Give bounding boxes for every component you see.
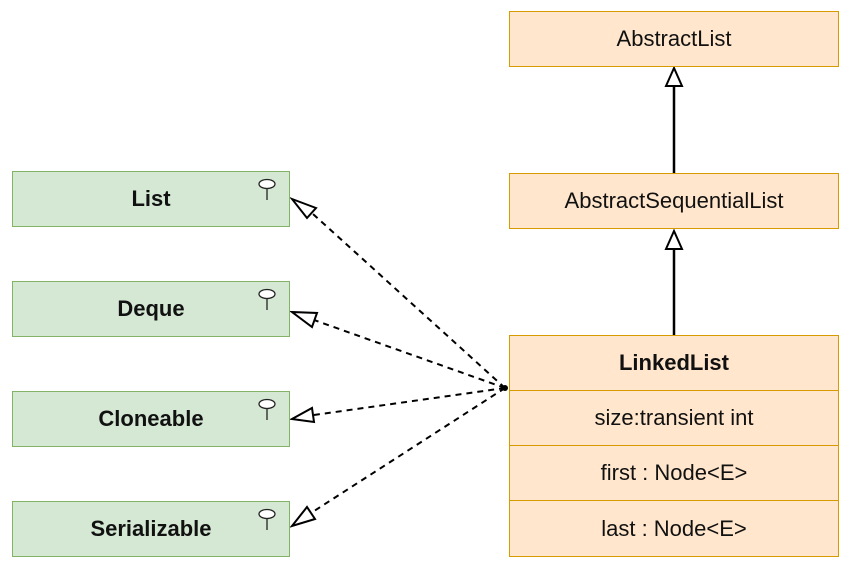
class-field-last: last : Node<E> bbox=[510, 501, 838, 556]
class-field-first: first : Node<E> bbox=[510, 446, 838, 501]
class-field-label: size:transient int bbox=[594, 405, 754, 430]
class-abstractsequentiallist[interactable]: AbstractSequentialList bbox=[509, 173, 839, 229]
realization-arrowhead-deque bbox=[288, 310, 319, 329]
inheritance-arrowhead-abstractlist bbox=[664, 65, 684, 87]
interface-deque[interactable]: Deque bbox=[12, 281, 290, 337]
class-linkedlist-label: LinkedList bbox=[618, 350, 729, 375]
class-linkedlist-header: LinkedList bbox=[510, 336, 838, 391]
class-field-size: size:transient int bbox=[510, 391, 838, 446]
interface-list[interactable]: List bbox=[12, 171, 290, 227]
edge-linkedlist-implements-deque bbox=[313, 319, 506, 389]
realization-arrowhead-list bbox=[288, 196, 318, 220]
interface-lollipop-icon bbox=[258, 508, 276, 530]
edge-linkedlist-implements-list bbox=[312, 213, 506, 389]
class-abstractsequentiallist-label: AbstractSequentialList bbox=[564, 188, 784, 213]
interface-lollipop-icon bbox=[258, 178, 276, 200]
realization-arrowhead-cloneable bbox=[288, 406, 316, 424]
interface-deque-label: Deque bbox=[117, 296, 185, 321]
interface-serializable-label: Serializable bbox=[90, 516, 212, 541]
class-linkedlist[interactable]: LinkedList size:transient int first : No… bbox=[509, 335, 839, 557]
class-abstractlist-label: AbstractList bbox=[616, 26, 732, 51]
interface-cloneable-label: Cloneable bbox=[98, 406, 204, 431]
class-field-label: first : Node<E> bbox=[600, 460, 748, 485]
inheritance-arrowhead-abstractsequentiallist bbox=[664, 228, 684, 250]
interface-lollipop-icon bbox=[258, 398, 276, 420]
edge-linkedlist-implements-serializable bbox=[310, 387, 506, 514]
class-abstractlist[interactable]: AbstractList bbox=[509, 11, 839, 67]
edge-linkedlist-implements-cloneable bbox=[313, 387, 506, 416]
class-field-label: last : Node<E> bbox=[601, 515, 747, 541]
interface-lollipop-icon bbox=[258, 288, 276, 310]
realization-arrowhead-serializable bbox=[289, 505, 317, 528]
interface-list-label: List bbox=[131, 186, 171, 211]
implements-junction-dot bbox=[502, 385, 508, 391]
interface-cloneable[interactable]: Cloneable bbox=[12, 391, 290, 447]
interface-serializable[interactable]: Serializable bbox=[12, 501, 290, 557]
